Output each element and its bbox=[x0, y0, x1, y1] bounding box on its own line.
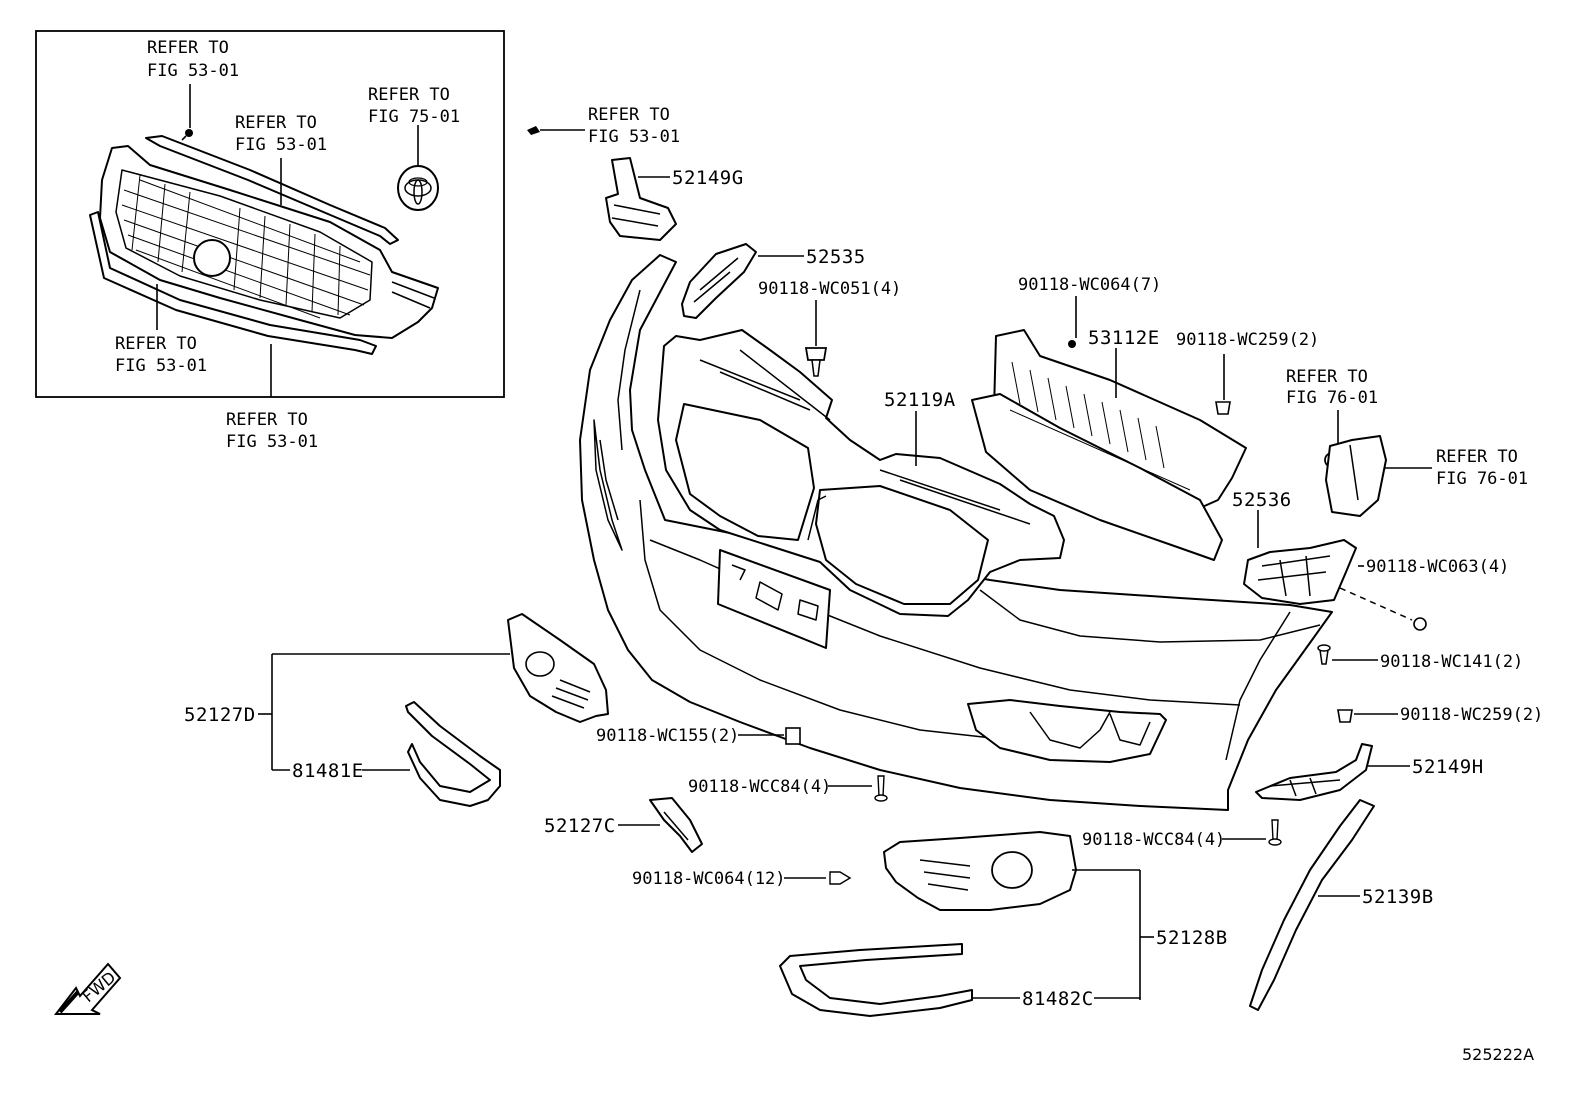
ref-mudguard-line2: FIG 76-01 bbox=[1436, 469, 1528, 489]
mudguard-flap[interactable] bbox=[1325, 435, 1387, 517]
screw-90118-WC141-icon[interactable] bbox=[1317, 644, 1331, 665]
label-53112E: 53112E bbox=[1088, 327, 1160, 349]
screw-90118-WCC84-left-icon[interactable] bbox=[874, 775, 888, 802]
label-90118-WCC84-left: 90118-WCC84(4) bbox=[688, 777, 831, 797]
label-81482C: 81482C bbox=[1022, 988, 1094, 1010]
label-90118-WC051: 90118-WC051(4) bbox=[758, 279, 901, 299]
label-52119A: 52119A bbox=[884, 389, 956, 411]
trim-81482C[interactable] bbox=[779, 943, 973, 1017]
grille-lower-molding[interactable] bbox=[89, 211, 377, 355]
screw-90118-WC064-12-icon[interactable] bbox=[829, 871, 852, 885]
clip-90118-WC064-icon[interactable] bbox=[1068, 340, 1076, 348]
ref-top-clip-line1: REFER TO bbox=[588, 105, 670, 125]
label-90118-WCC84-right: 90118-WCC84(4) bbox=[1082, 830, 1225, 850]
bumper-support-52119A[interactable] bbox=[657, 329, 1065, 617]
label-52149H: 52149H bbox=[1412, 756, 1484, 778]
label-52128B: 52128B bbox=[1156, 927, 1228, 949]
bracket-52535[interactable] bbox=[681, 243, 757, 319]
top-clip-icon bbox=[527, 126, 540, 135]
ref-top-clip-line2: FIG 53-01 bbox=[588, 127, 680, 147]
label-52535: 52535 bbox=[806, 246, 866, 268]
label-90118-WC141: 90118-WC141(2) bbox=[1380, 652, 1523, 672]
upper-support-53112E[interactable] bbox=[971, 329, 1247, 561]
label-90118-WC155: 90118-WC155(2) bbox=[596, 726, 739, 746]
label-52536: 52536 bbox=[1232, 489, 1292, 511]
label-52149G: 52149G bbox=[672, 167, 744, 189]
toyota-emblem-icon[interactable] bbox=[397, 165, 439, 211]
diagram-id: 525222A bbox=[1462, 1045, 1534, 1064]
ref-grille-clip-line2: FIG 53-01 bbox=[147, 61, 239, 81]
front-bumper-cover-52119A[interactable] bbox=[579, 254, 1333, 811]
ref-grille-lower-line2: FIG 53-01 bbox=[115, 356, 207, 376]
label-90118-WC063: 90118-WC063(4) bbox=[1366, 557, 1509, 577]
fwd-arrow-icon: FWD bbox=[53, 962, 122, 1015]
ref-mudguard-line1: REFER TO bbox=[1436, 447, 1518, 467]
clip-90118-WC051-icon[interactable] bbox=[804, 347, 828, 377]
fog-cover-52127D[interactable] bbox=[507, 613, 609, 723]
clip-90118-WC155-icon[interactable] bbox=[785, 727, 801, 745]
ref-mudguard-clip-line2: FIG 76-01 bbox=[1286, 388, 1378, 408]
label-90118-WC064-7: 90118-WC064(7) bbox=[1018, 275, 1161, 295]
ref-grille-box-line1: REFER TO bbox=[226, 410, 308, 430]
molding-52139B[interactable] bbox=[1249, 799, 1375, 1011]
ref-emblem-line2: FIG 75-01 bbox=[368, 107, 460, 127]
label-90118-WC259-right: 90118-WC259(2) bbox=[1400, 705, 1543, 725]
grille-upper-molding[interactable] bbox=[145, 135, 399, 245]
ref-grille-upper-line2: FIG 53-01 bbox=[235, 135, 327, 155]
ref-grille-clip-line1: REFER TO bbox=[147, 38, 229, 58]
label-52139B: 52139B bbox=[1362, 886, 1434, 908]
bracket-52149G[interactable] bbox=[605, 157, 677, 241]
label-90118-WC064-12: 90118-WC064(12) bbox=[632, 869, 786, 889]
clip-90118-WC259-right-icon[interactable] bbox=[1337, 709, 1353, 723]
grille-emblem-circle bbox=[193, 239, 231, 277]
front-grille[interactable] bbox=[99, 145, 439, 339]
ref-grille-upper-line1: REFER TO bbox=[235, 113, 317, 133]
fog-cover-52128B[interactable] bbox=[883, 831, 1077, 911]
bracket-52536[interactable] bbox=[1243, 539, 1357, 605]
label-52127D: 52127D bbox=[184, 704, 256, 726]
ref-grille-lower-line1: REFER TO bbox=[115, 334, 197, 354]
ref-grille-box-line2: FIG 53-01 bbox=[226, 432, 318, 452]
grille-inset-group: REFER TO FIG 53-01 REFER TO FIG 53-01 RE… bbox=[35, 30, 505, 398]
label-81481E: 81481E bbox=[292, 760, 364, 782]
screw-90118-WC063-icon[interactable] bbox=[1413, 617, 1427, 631]
trim-81481E[interactable] bbox=[405, 701, 501, 807]
grille-clip-screw-icon bbox=[181, 129, 193, 141]
clip-90118-WC259-top-icon[interactable] bbox=[1215, 401, 1231, 415]
ref-mudguard-clip-line1: REFER TO bbox=[1286, 367, 1368, 387]
trim-52127C[interactable] bbox=[649, 797, 703, 853]
bracket-52149H[interactable] bbox=[1255, 743, 1373, 801]
screw-90118-WCC84-right-icon[interactable] bbox=[1268, 819, 1282, 846]
label-52127C: 52127C bbox=[544, 815, 616, 837]
label-90118-WC259-top: 90118-WC259(2) bbox=[1176, 330, 1319, 350]
ref-emblem-line1: REFER TO bbox=[368, 85, 450, 105]
grille-inset-box bbox=[35, 30, 505, 398]
